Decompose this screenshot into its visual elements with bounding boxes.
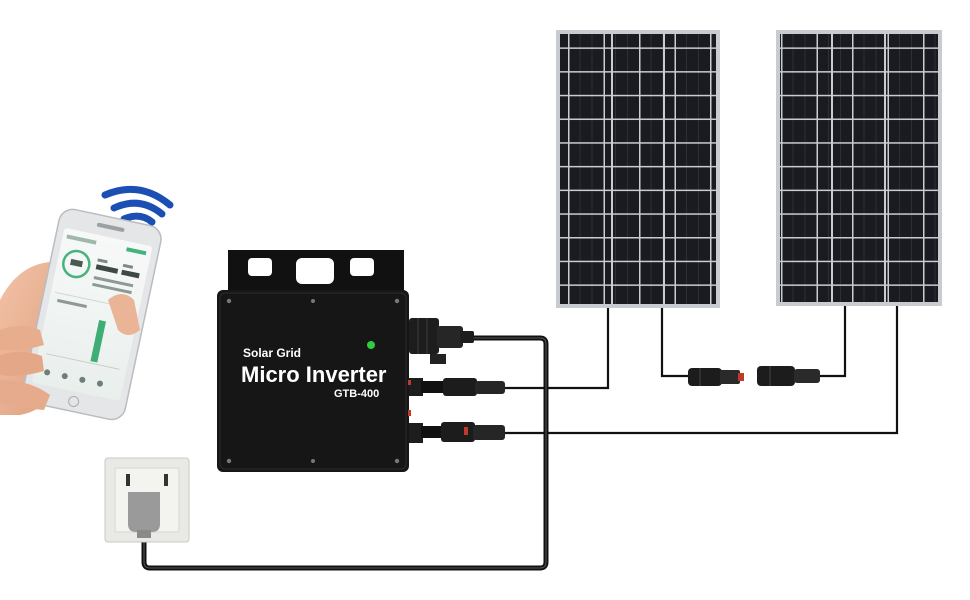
dc-cables <box>505 306 899 435</box>
smartphone-app <box>0 208 162 421</box>
dc-input-connector-1 <box>408 378 505 396</box>
cable-panel1-to-link <box>660 308 690 378</box>
cable-link-to-panel2 <box>820 306 847 378</box>
wifi-signal-icon <box>101 185 174 226</box>
inverter-model: GTB-400 <box>334 388 379 400</box>
micro-inverter: Solar Grid Micro Inverter GTB-400 <box>217 250 505 472</box>
mc4-connector-pair <box>688 366 820 386</box>
cable-panel2-to-input2 <box>505 306 899 435</box>
solar-panel-right <box>776 30 942 306</box>
inverter-title: Micro Inverter <box>241 362 387 387</box>
cable-panel1-to-input1 <box>505 308 610 390</box>
inverter-body <box>217 290 409 472</box>
dc-input-connector-2 <box>408 410 505 443</box>
wall-outlet <box>104 457 190 543</box>
ac-cable <box>141 335 549 571</box>
solar-panel-left <box>556 30 720 308</box>
power-plug <box>128 492 160 538</box>
inverter-brand-line: Solar Grid <box>243 346 301 360</box>
status-indicator-led <box>367 341 375 349</box>
inverter-screws <box>226 298 400 464</box>
ac-output-gland <box>409 318 474 364</box>
